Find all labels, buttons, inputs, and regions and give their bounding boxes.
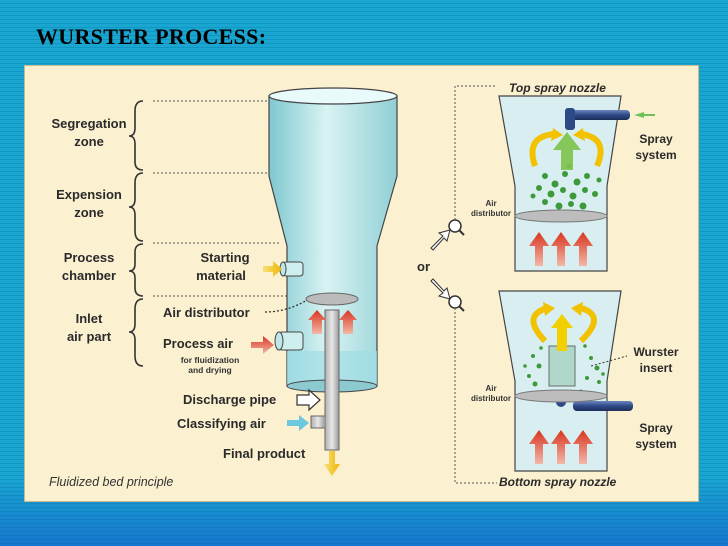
process-air-arrow-icon <box>251 336 274 354</box>
svg-text:Inlet: Inlet <box>76 311 103 326</box>
caption: Fluidized bed principle <box>49 475 173 489</box>
air-arrow-icon <box>573 232 593 266</box>
discharge-arrow-icon <box>296 388 321 412</box>
svg-text:Spray: Spray <box>639 421 673 435</box>
magnifier-icon <box>448 295 465 312</box>
wurster-diagram: Segregation zone Expension zone Process … <box>49 81 679 489</box>
svg-text:distributor: distributor <box>471 209 511 218</box>
svg-text:Process: Process <box>64 250 115 265</box>
top-spray-title: Top spray nozzle <box>509 81 606 95</box>
brace-icon <box>128 100 144 171</box>
svg-text:chamber: chamber <box>62 268 116 283</box>
svg-text:for fluidization: for fluidization <box>181 355 240 365</box>
starting-material-label: Starting <box>200 250 249 265</box>
slide-title: WURSTER PROCESS: <box>36 24 267 49</box>
svg-text:Air: Air <box>485 384 496 393</box>
svg-text:Spray: Spray <box>639 132 673 146</box>
dotted-connectors <box>454 85 497 484</box>
brace-icon <box>128 243 144 297</box>
down-arrow-icon <box>324 451 340 476</box>
svg-text:Expension: Expension <box>56 187 122 202</box>
zone-process-chamber: Process chamber <box>62 243 144 297</box>
arrow-up-right-icon <box>430 229 451 251</box>
diagram-panel: Segregation zone Expension zone Process … <box>24 65 699 502</box>
process-air-label: Process air <box>163 336 233 351</box>
zone-guide-lines <box>153 100 287 297</box>
wurster-vessel <box>268 87 398 476</box>
final-product-label: Final product <box>223 446 306 461</box>
svg-text:system: system <box>635 148 676 162</box>
svg-text:material: material <box>196 268 246 283</box>
green-arrow-icon <box>634 112 644 118</box>
air-arrow-icon <box>339 310 357 334</box>
zone-expension: Expension zone <box>56 172 144 242</box>
air-distributor-label: Air distributor <box>163 305 250 320</box>
top-spray-detail <box>498 95 655 272</box>
svg-text:Air: Air <box>485 199 496 208</box>
svg-text:zone: zone <box>74 134 104 149</box>
svg-text:distributor: distributor <box>471 394 511 403</box>
svg-text:system: system <box>635 437 676 451</box>
discharge-pipe-label: Discharge pipe <box>183 392 276 407</box>
svg-text:Wurster: Wurster <box>633 345 678 359</box>
magnifier-icon <box>448 219 465 236</box>
svg-text:zone: zone <box>74 205 104 220</box>
wurster-insert <box>548 345 576 387</box>
material-arrow-icon <box>263 261 282 277</box>
classifying-air-arrow-icon <box>287 415 309 431</box>
zone-segregation: Segregation zone <box>51 100 144 171</box>
air-arrow-icon <box>551 232 571 266</box>
air-arrow-icon <box>308 310 326 334</box>
svg-text:Segregation: Segregation <box>51 116 126 131</box>
svg-text:insert: insert <box>640 361 673 375</box>
svg-text:and drying: and drying <box>188 365 231 375</box>
svg-text:air part: air part <box>67 329 112 344</box>
bottom-spray-detail <box>498 290 633 472</box>
air-arrow-icon <box>529 232 549 266</box>
air-arrow-icon <box>551 430 571 464</box>
or-label: or <box>417 259 430 274</box>
arrow-down-right-icon <box>430 278 451 300</box>
air-arrow-icon <box>573 430 593 464</box>
brace-icon <box>128 172 144 242</box>
air-arrow-icon <box>529 430 549 464</box>
spray-nozzle-pipe <box>570 110 630 120</box>
zone-inlet-air-part: Inlet air part <box>67 298 144 367</box>
spray-nozzle-pipe <box>573 401 633 411</box>
brace-icon <box>128 298 144 367</box>
classifying-air-label: Classifying air <box>177 416 266 431</box>
bottom-spray-title: Bottom spray nozzle <box>499 475 617 489</box>
